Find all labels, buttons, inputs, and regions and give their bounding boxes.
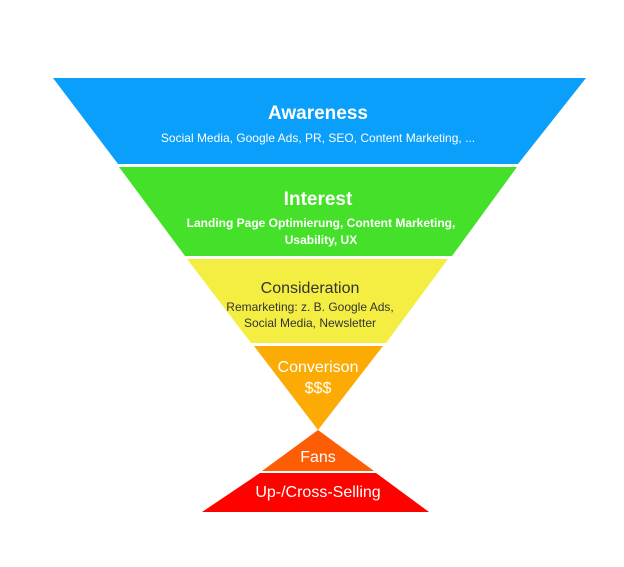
funnel-segment-awareness (53, 78, 586, 164)
funnel-segment-interest (119, 167, 517, 256)
interest-subtitle-line-1: Landing Page Optimierung, Content Market… (186, 216, 456, 230)
interest-subtitle-line-2: Usability, UX (284, 233, 358, 247)
consideration-subtitle-line-2: Social Media, Newsletter (243, 316, 377, 330)
funnel-segment-conversion (254, 346, 383, 430)
consideration-subtitle-line-1: Remarketing: z. B. Google Ads, (226, 300, 394, 314)
consideration-title: Consideration (260, 280, 360, 297)
conversion-title: Converison (277, 359, 359, 376)
interest-title: Interest (283, 189, 353, 210)
conversion-subtitle: $$$ (304, 380, 332, 397)
awareness-title: Awareness (268, 103, 368, 124)
funnel-segment-upsell (202, 473, 429, 512)
funnel-segment-fans (262, 430, 374, 471)
funnel-segment-consideration (187, 259, 448, 343)
fans-title: Fans (300, 449, 336, 466)
awareness-subtitle: Social Media, Google Ads, PR, SEO, Conte… (160, 131, 476, 145)
upsell-title: Up-/Cross-Selling (255, 484, 381, 501)
